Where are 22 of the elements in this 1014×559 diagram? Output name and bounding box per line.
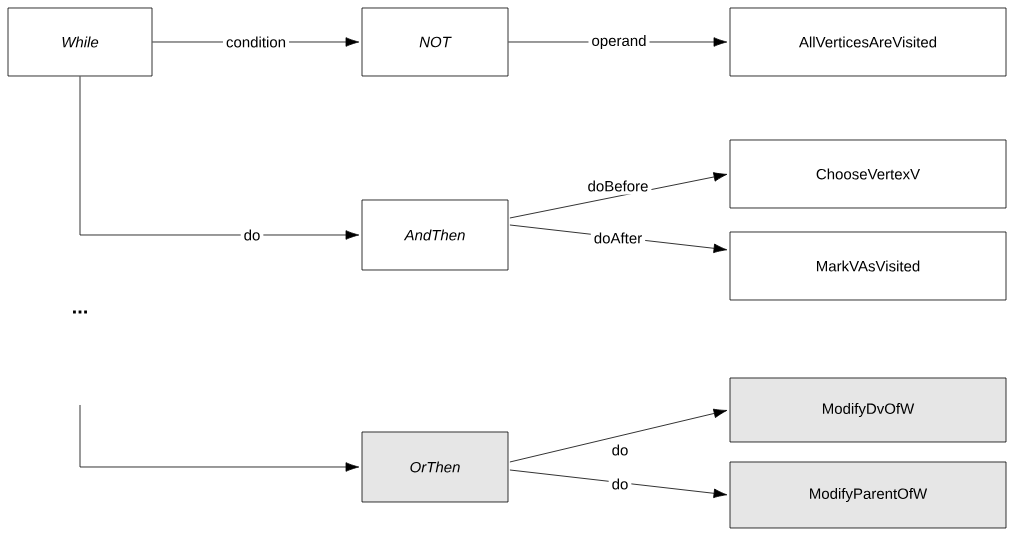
process-box: AndThen <box>361 199 509 271</box>
process-box: ChooseVertexV <box>729 139 1007 209</box>
arrow <box>509 172 728 219</box>
process-box: MarkVAsVisited <box>729 231 1007 301</box>
process-box: While <box>7 7 153 77</box>
edge-label: do <box>240 226 264 244</box>
process-box: OrThen <box>361 431 509 503</box>
edge-label: operand <box>588 32 650 52</box>
arrow <box>509 469 728 499</box>
edge-label: do <box>608 475 632 493</box>
process-box: ModifyParentOfW <box>729 461 1007 529</box>
edge-label: doBefore <box>584 177 652 195</box>
arrow <box>79 404 360 472</box>
process-box: AllVerticesAreVisited <box>729 7 1007 77</box>
arrow <box>79 76 360 240</box>
edge-label: do <box>608 441 632 459</box>
edge-label: doAfter <box>590 229 646 247</box>
process-box: ModifyDvOfW <box>729 377 1007 443</box>
ellipsis-label: ... <box>73 310 87 314</box>
arrow <box>509 408 728 463</box>
edge-label: condition <box>223 33 290 51</box>
process-box: NOT <box>361 7 509 77</box>
